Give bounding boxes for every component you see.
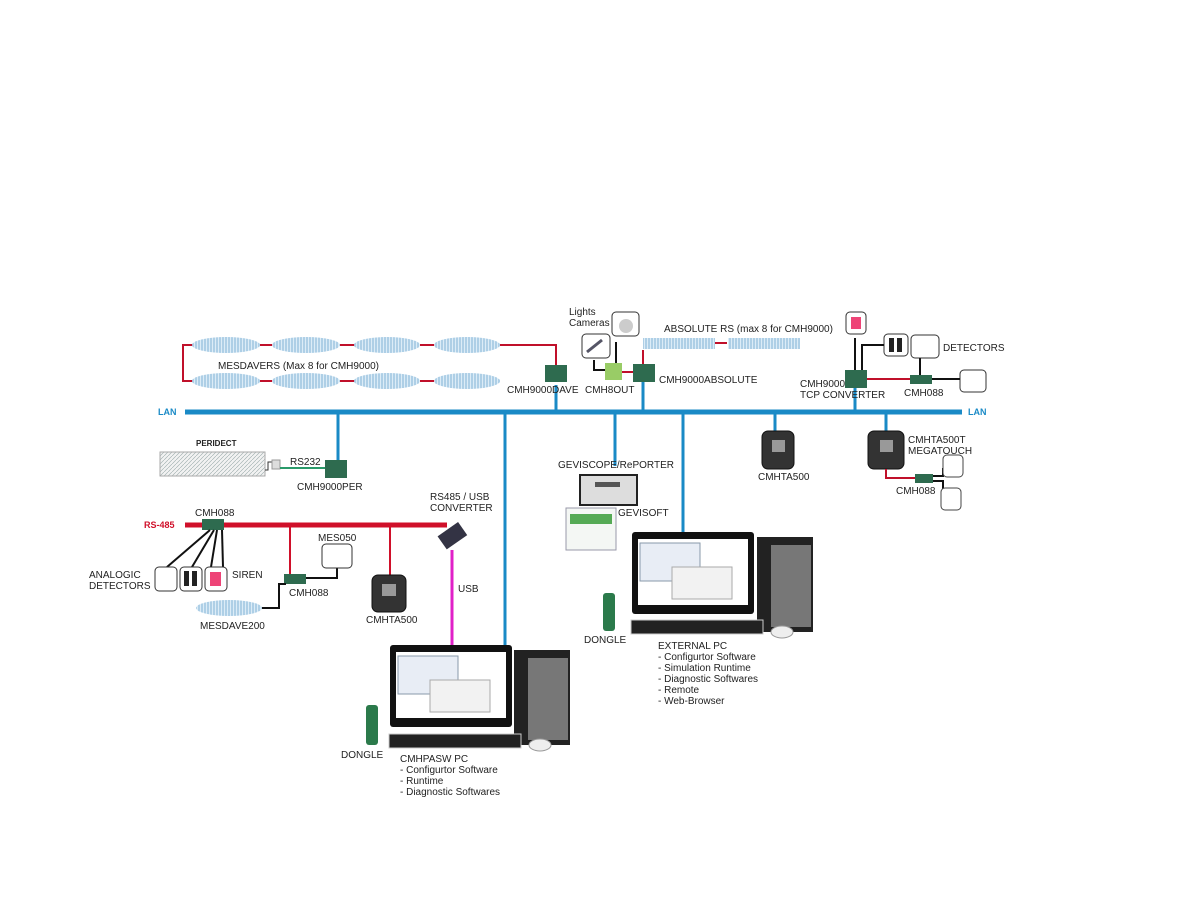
beam (192, 337, 260, 353)
rs485-usb-converter (437, 521, 468, 550)
cmh9000dave-label: CMH9000DAVE (507, 385, 579, 396)
beam (354, 373, 420, 389)
detector-icon (942, 454, 964, 478)
external-pc-item: - Simulation Runtime (658, 663, 751, 674)
usb-dongle-icon (366, 705, 378, 745)
analogic-label-1: ANALOGIC (89, 570, 141, 581)
beam (272, 337, 340, 353)
tcp-converter-label-1: CMH9000 (800, 379, 846, 390)
detector-icon (154, 566, 178, 592)
pc-mouse (770, 625, 794, 639)
cmh9000per-label: CMH9000PER (297, 482, 363, 493)
beam (728, 338, 800, 349)
pc-keyboard (388, 733, 522, 749)
cmh088-label: CMH088 (195, 508, 235, 519)
cmh088-label: CMH088 (896, 486, 936, 497)
mes050-icon (321, 543, 353, 569)
mesdavers-label: MESDAVERS (Max 8 for CMH9000) (218, 361, 379, 372)
beam (354, 337, 420, 353)
mes050-label: MES050 (318, 533, 357, 544)
cmhpasw-pc-item: - Diagnostic Softwares (400, 787, 501, 798)
barrier-detector-icon (883, 333, 909, 357)
cmhta500-label: CMHTA500 (758, 472, 810, 483)
megatouch-label-2: MEGATOUCH (908, 446, 973, 457)
cmh088-board (202, 519, 224, 530)
mesdave200-beam (196, 600, 262, 616)
cmhpasw-pc-item: - Runtime (400, 776, 444, 787)
cmhpasw-pc-item: - Configurtor Software (400, 765, 498, 776)
geviscope-recorder (579, 474, 638, 506)
cmh9000per-board (325, 460, 347, 478)
cmh088-label: CMH088 (904, 388, 944, 399)
lan-label: LAN (158, 407, 177, 417)
pc-mouse (528, 738, 552, 752)
tcp-converter-board (845, 370, 867, 388)
cmh8out-board (605, 363, 622, 380)
cmh8out-label: CMH8OUT (585, 385, 635, 396)
tcp-converter-label-2: TCP CONVERTER (800, 390, 886, 401)
usb-dongle-icon (603, 593, 615, 631)
cmhpasw-pc-caption: CMHPASW PC - Configurtor Software - Runt… (400, 754, 500, 798)
megatouch-label-1: CMHTA500T (908, 435, 966, 446)
detector-pair-icon (910, 334, 940, 359)
beam (192, 373, 260, 389)
mesdavers-beams (192, 337, 500, 389)
cmhpasw-pc-title: CMHPASW PC (400, 754, 469, 765)
analogic-label-2: DETECTORS (89, 581, 151, 592)
external-pc-item: - Configurtor Software (658, 652, 756, 663)
dongle-label: DONGLE (584, 635, 627, 646)
usb-label: USB (458, 584, 479, 595)
cmh088-board (910, 375, 932, 384)
rs485-label: RS-485 (144, 520, 175, 530)
detectors-label: DETECTORS (943, 343, 1005, 354)
cctv-camera-icon (959, 369, 987, 393)
peridect-fence (159, 451, 266, 477)
rs485-usb-label-1: RS485 / USB (430, 492, 490, 503)
external-pc-item: - Web-Browser (658, 696, 725, 707)
cmhta500-label: CMHTA500 (366, 615, 418, 626)
siren-label: SIREN (232, 570, 263, 581)
geviscope-label: GEVISCOPE/RePORTER (558, 460, 674, 471)
mesdave200-label: MESDAVE200 (200, 621, 265, 632)
pc-keyboard (630, 619, 764, 635)
external-pc-title: EXTERNAL PC (658, 641, 728, 652)
lan-drops (336, 382, 888, 648)
external-pc-item: - Diagnostic Softwares (658, 674, 759, 685)
cmh088-board (284, 574, 306, 584)
cmh088-label: CMH088 (289, 588, 329, 599)
absolute-rs-label: ABSOLUTE RS (max 8 for CMH9000) (664, 324, 833, 335)
beam (272, 373, 340, 389)
cmh9000absolute-label: CMH9000ABSOLUTE (659, 375, 758, 386)
gevisoft-label: GEVISOFT (618, 508, 669, 519)
beam (643, 338, 715, 349)
cameras-label: Cameras (569, 318, 610, 329)
rs485-usb-label-2: CONVERTER (430, 503, 493, 514)
detector-icon (940, 487, 962, 511)
lan-label: LAN (968, 407, 987, 417)
rs232-label: RS232 (290, 457, 321, 468)
absolute-beams (643, 338, 800, 349)
external-pc-item: - Remote (658, 685, 700, 696)
dongle-label: DONGLE (341, 750, 384, 761)
external-pc-caption: EXTERNAL PC - Configurtor Software - Sim… (658, 641, 758, 707)
lights-label: Lights (569, 307, 596, 318)
cmh088-board (915, 474, 933, 483)
mesdavers-links (182, 344, 557, 382)
beam (434, 337, 500, 353)
barrier-detector-icon (179, 566, 203, 592)
beam (434, 373, 500, 389)
cmh9000absolute-board (633, 364, 655, 382)
peridect-logo: PERIDECT (196, 439, 237, 448)
cmh9000dave-board (545, 365, 567, 382)
